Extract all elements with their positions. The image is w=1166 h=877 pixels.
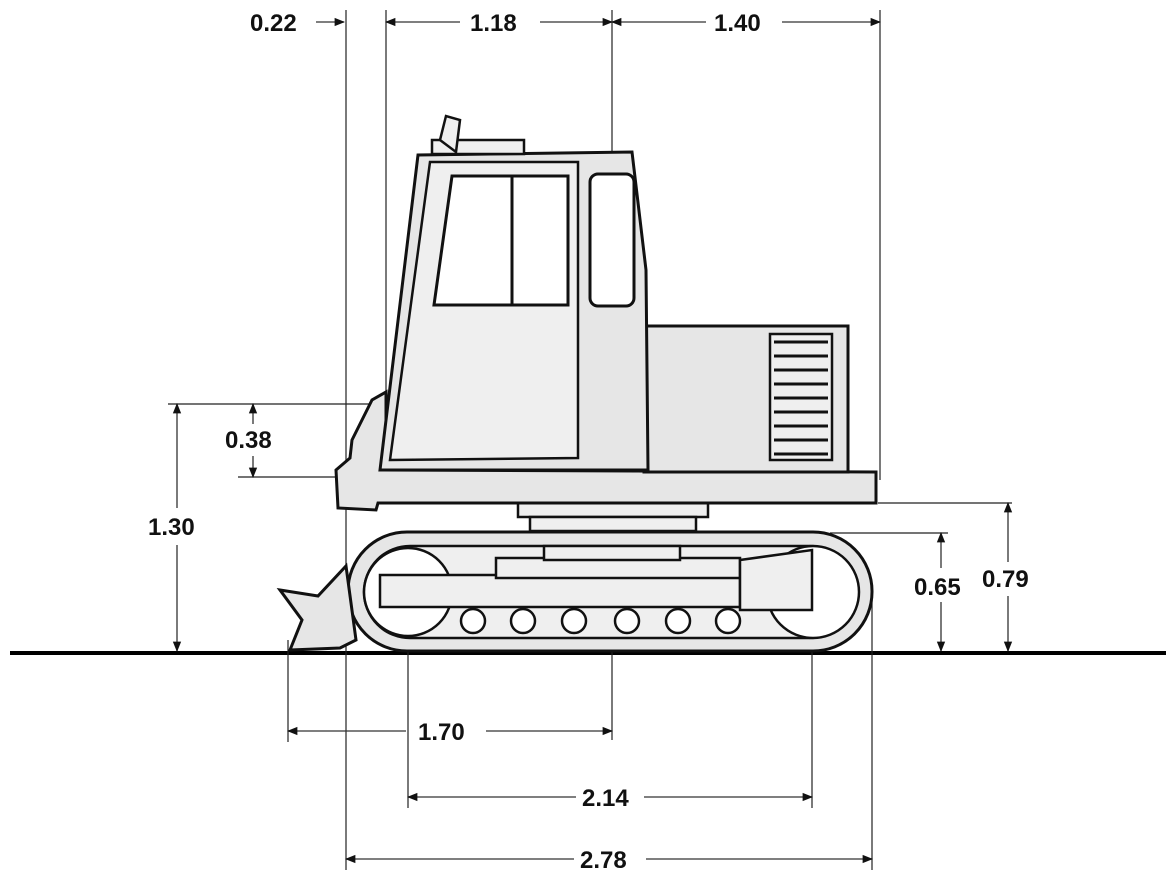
dim-label-track-height: 0.65 xyxy=(914,574,961,601)
bottom-dimension-lines xyxy=(286,726,874,864)
cab-side-window xyxy=(588,172,636,308)
dim-label-blade-reach: 1.70 xyxy=(418,719,465,746)
slewing-ring xyxy=(516,501,710,533)
vertical-dimension-lines xyxy=(172,402,1013,653)
dozer-blade xyxy=(276,562,358,652)
dim-label-frame-step: 0.38 xyxy=(225,427,272,454)
track-rollers xyxy=(459,607,742,635)
dim-label-frame-height: 0.79 xyxy=(982,566,1029,593)
engine-grille xyxy=(768,332,834,462)
dim-label-track-length: 2.78 xyxy=(580,847,627,874)
dim-label-rear-length: 1.40 xyxy=(714,10,761,37)
exhaust-pipe xyxy=(438,114,462,155)
dim-label-cab-length: 1.18 xyxy=(470,10,517,37)
dim-label-total-height-front: 1.30 xyxy=(148,514,195,541)
dim-label-track-centers: 2.14 xyxy=(582,785,629,812)
cab-front-window xyxy=(432,174,570,307)
dim-label-overhang-front: 0.22 xyxy=(250,10,297,37)
crawler-track xyxy=(346,530,874,653)
